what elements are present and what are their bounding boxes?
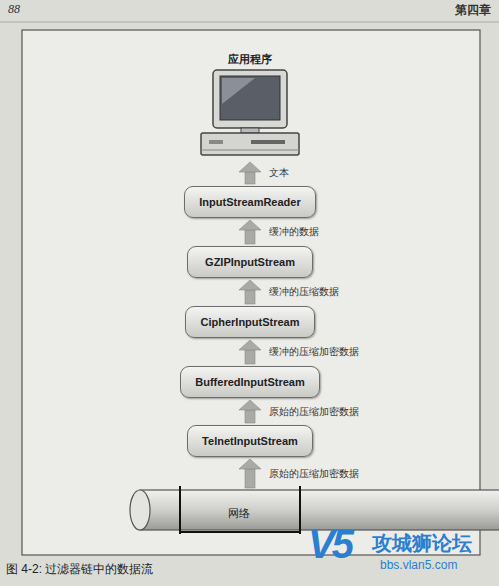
arrow-shaft — [245, 350, 255, 364]
data-flow-arrow — [239, 400, 261, 423]
arrow-head — [239, 220, 261, 230]
data-flow-arrow — [239, 220, 261, 244]
stream-name: CipherInputStream — [200, 316, 299, 328]
stream-name: InputStreamReader — [199, 196, 300, 208]
watermark-logo: V5 — [308, 520, 351, 568]
network-label: 网络 — [228, 506, 250, 521]
data-flow-arrow — [239, 459, 261, 488]
watermark-url: bbs.vlan5.com — [380, 558, 457, 572]
arrow-head — [239, 340, 261, 350]
stream-name: TelnetInputStream — [202, 435, 298, 447]
stream-box: TelnetInputStream — [187, 425, 313, 457]
flow-label: 缓冲的压缩加密数据 — [267, 346, 361, 359]
figure-caption: 图 4-2: 过滤器链中的数据流 — [6, 561, 153, 578]
arrow-head — [239, 280, 261, 290]
arrow-shaft — [245, 172, 255, 184]
arrow-shaft — [245, 290, 255, 304]
flow-label: 文本 — [267, 167, 291, 180]
arrow-shaft — [245, 410, 255, 423]
computer-illustration — [195, 52, 305, 160]
arrow-shaft — [245, 230, 255, 244]
data-flow-arrow — [239, 340, 261, 364]
node-title: 应用程序 — [195, 52, 305, 67]
page-number: 88 — [8, 2, 20, 17]
watermark-title: 攻城狮论坛 — [372, 530, 472, 557]
arrow-head — [239, 459, 261, 469]
stream-name: BufferedInputStream — [195, 376, 304, 388]
arrow-head — [239, 162, 261, 172]
data-flow-arrow — [239, 280, 261, 304]
stream-box: BufferedInputStream — [180, 366, 320, 398]
stream-name: GZIPInputStream — [205, 256, 295, 268]
flow-label: 缓冲的压缩数据 — [267, 286, 341, 299]
flow-label: 原始的压缩加密数据 — [267, 467, 361, 480]
stream-box: GZIPInputStream — [187, 246, 313, 278]
flow-label: 原始的压缩加密数据 — [267, 405, 361, 418]
application-node: 应用程序 — [195, 52, 305, 160]
flow-label: 缓冲的数据 — [267, 226, 321, 239]
chapter-heading: 第四章 — [455, 2, 491, 19]
stream-box: InputStreamReader — [184, 186, 316, 218]
arrow-shaft — [245, 469, 255, 488]
arrow-head — [239, 400, 261, 410]
stream-box: CipherInputStream — [185, 306, 315, 338]
data-flow-arrow — [239, 162, 261, 184]
